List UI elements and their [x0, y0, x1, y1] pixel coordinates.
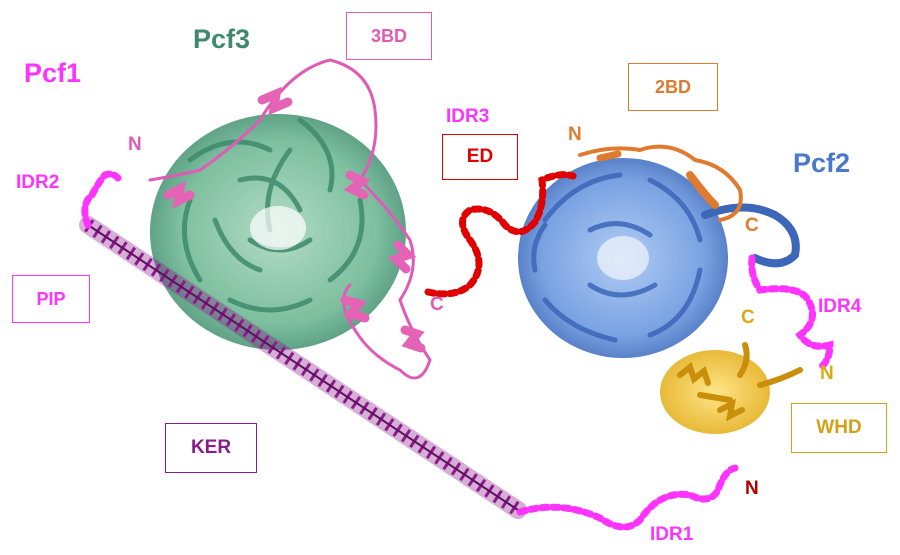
- pcf3-structure: [150, 114, 406, 350]
- pcf1-n-terminus-label: N: [128, 134, 142, 155]
- domain-box-whd: WHD: [791, 403, 887, 453]
- idr3-label: IDR3: [446, 106, 490, 127]
- pcf1-c-terminus-label: C: [430, 294, 444, 315]
- whd-structure: [660, 342, 803, 434]
- ker-helix: [79, 216, 527, 519]
- idr2-label: IDR2: [16, 172, 60, 193]
- domain-box-ed: ED: [442, 134, 518, 180]
- domain-box-ker: KER: [165, 423, 257, 473]
- whd-c-terminus-label: C: [741, 307, 755, 328]
- pcf2-label: Pcf2: [793, 148, 851, 178]
- pcf2-structure: [518, 158, 800, 358]
- idr4-label: IDR4: [818, 296, 862, 317]
- pcf1-label: Pcf1: [24, 58, 82, 88]
- domain-box-pip: PIP: [12, 275, 90, 323]
- pcf1-end-n-label: N: [745, 478, 759, 499]
- domain-box-2bd: 2BD: [628, 63, 718, 111]
- idr4-linker: [748, 254, 834, 372]
- domain-box-3bd: 3BD: [346, 12, 432, 60]
- pcf3-label: Pcf3: [193, 24, 251, 54]
- pcf2-c-terminus-label: C: [745, 215, 759, 236]
- pcf1-3bd-structure: [148, 58, 432, 380]
- pcf1-2bd-structure: [578, 144, 743, 222]
- idr1-label: IDR1: [650, 524, 694, 545]
- idr3-linker: [424, 171, 577, 298]
- idr1-linker: [516, 464, 739, 531]
- idr2-linker: [81, 170, 122, 229]
- whd-n-terminus-label: N: [820, 363, 834, 384]
- pcf2-n-terminus-label: N: [568, 124, 582, 145]
